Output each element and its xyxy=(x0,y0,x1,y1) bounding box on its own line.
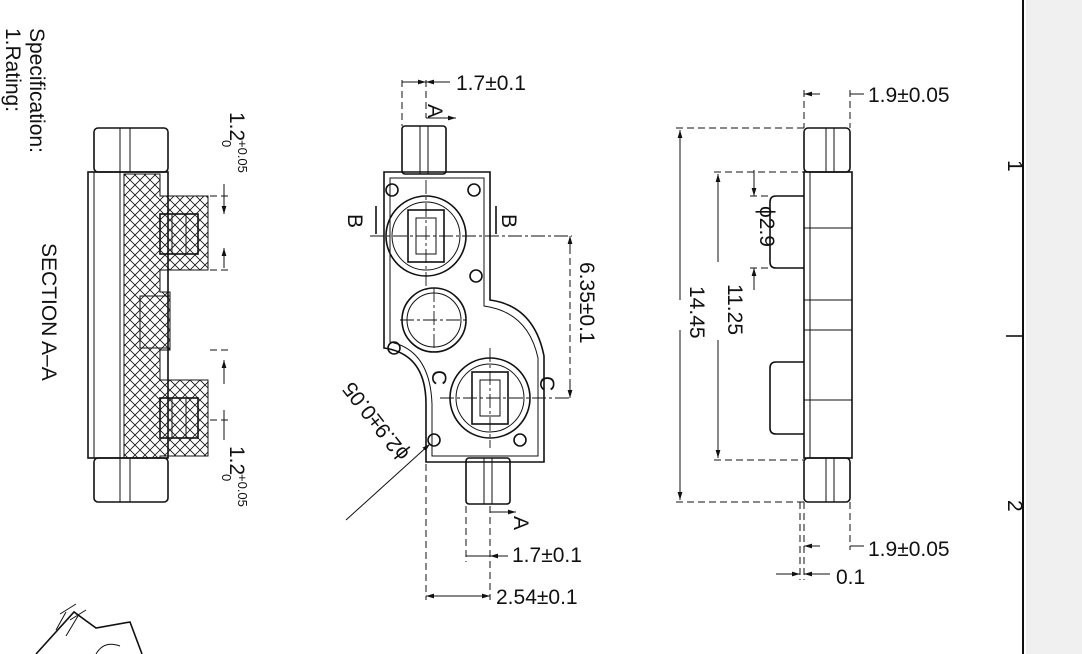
dim-gap-lower: 1.2 +0.05 0 xyxy=(219,446,250,507)
title-block-border xyxy=(1022,0,1024,654)
section-label: SECTION A–A xyxy=(37,243,60,381)
marker-b-right: B xyxy=(497,214,520,228)
zone-2: 2 xyxy=(1003,500,1026,512)
svg-text:+0.05: +0.05 xyxy=(235,474,250,507)
dim-diameter-side: ϕ2.9 xyxy=(755,206,778,247)
dim-hole-diameter: ϕ2.9±0.05 xyxy=(338,377,414,465)
svg-text:1.2: 1.2 xyxy=(225,112,248,141)
spec-title: Specification: xyxy=(25,28,48,153)
side-view xyxy=(676,90,864,580)
dim-height-inner: 11.25 xyxy=(723,284,746,335)
isometric-view xyxy=(35,603,143,654)
marker-c-left: C xyxy=(427,370,450,385)
spec-rating: 1.Rating: xyxy=(1,28,24,112)
dim-gap-upper: 1.2 +0.05 0 xyxy=(219,112,250,173)
dim-pin-width-bottom: 1.7±0.1 xyxy=(512,544,582,567)
dim-height-overall: 14.45 xyxy=(685,286,708,339)
specification-block: Specification: 1.Rating: xyxy=(1,28,48,153)
svg-text:0: 0 xyxy=(219,474,234,481)
right-scroll-gutter[interactable] xyxy=(1026,0,1082,654)
marker-c-right: C xyxy=(535,376,558,391)
dim-side-offset: 0.1 xyxy=(836,566,865,589)
dim-pin-pitch: 2.54±0.1 xyxy=(496,586,578,609)
dim-hole-spacing: 6.35±0.1 xyxy=(575,262,598,344)
svg-text:1.2: 1.2 xyxy=(225,446,248,475)
zone-1: 1 xyxy=(1003,160,1026,172)
dim-side-top: 1.9±0.05 xyxy=(868,84,950,107)
marker-b-left: B xyxy=(343,214,366,228)
section-a-a-view xyxy=(87,127,232,503)
marker-a-top: A xyxy=(423,104,446,118)
dim-side-bottom: 1.9±0.05 xyxy=(868,538,950,561)
svg-text:+0.05: +0.05 xyxy=(235,140,250,173)
marker-a-bottom: A xyxy=(509,516,532,530)
front-view xyxy=(345,79,573,600)
dim-pin-width-top: 1.7±0.1 xyxy=(456,72,526,95)
svg-text:0: 0 xyxy=(219,140,234,147)
